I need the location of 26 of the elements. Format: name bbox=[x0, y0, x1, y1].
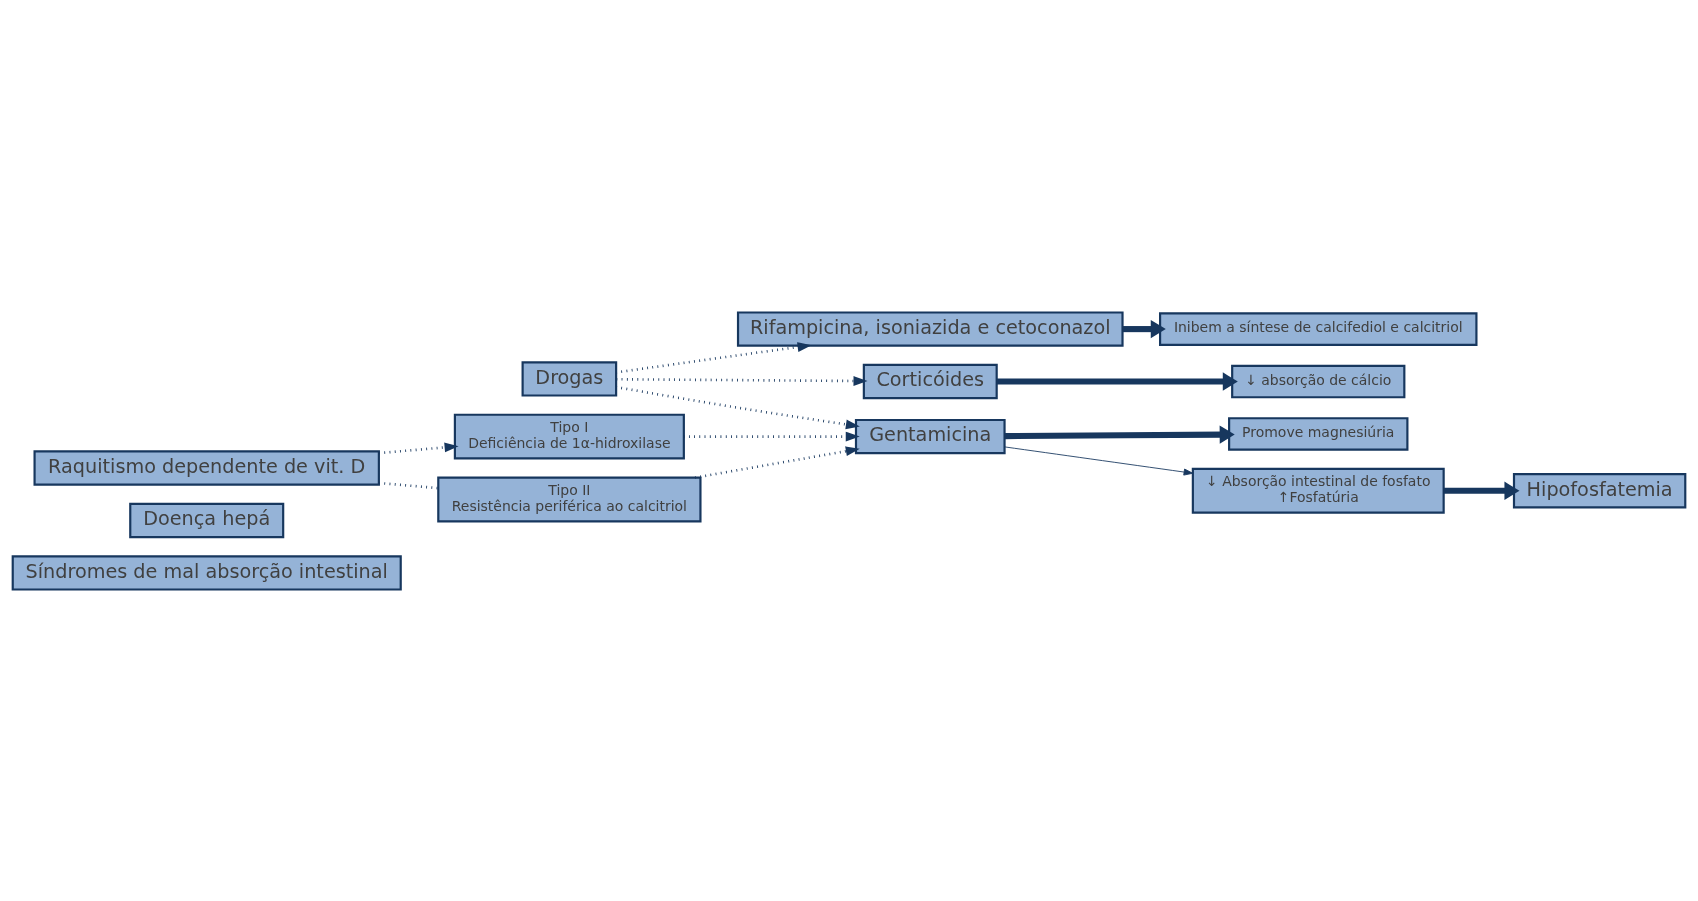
node-box: Inibem a síntese de calcifediol e calcitriol bbox=[1159, 311, 1478, 346]
node-box: Tipo I Deficiência de 1α-hidroxilase bbox=[453, 413, 685, 459]
node-box: Corticóides bbox=[862, 363, 998, 399]
arrow bbox=[694, 445, 860, 479]
node-box: ↓ Absorção intestinal de fosfato ↑Fosfatúria bbox=[1191, 467, 1445, 514]
node-box: Hipofosfatemia bbox=[1512, 472, 1687, 508]
arrow bbox=[378, 442, 459, 454]
arrow bbox=[996, 371, 1238, 391]
arrow bbox=[616, 341, 812, 374]
arrow bbox=[1122, 319, 1166, 338]
arrow bbox=[1004, 445, 1194, 476]
node-box: ↓ absorção de cálcio bbox=[1231, 364, 1406, 398]
node-box: Síndromes de mal absorção intestinal bbox=[11, 554, 402, 591]
connector bbox=[378, 481, 439, 489]
arrow bbox=[1004, 424, 1235, 444]
arrow bbox=[616, 375, 868, 386]
node-box: Rifampicina, isoniazida e cetoconazol bbox=[736, 310, 1124, 347]
arrow bbox=[683, 431, 860, 441]
node-box: Promove magnesiúria bbox=[1228, 416, 1409, 451]
arrow bbox=[615, 385, 860, 429]
node-box: Doença hepá bbox=[129, 502, 285, 538]
node-box: Raquitismo dependente de vit. D bbox=[33, 449, 380, 486]
node-box: Gentamicina bbox=[854, 418, 1006, 454]
node-box: Drogas bbox=[521, 360, 618, 397]
arrow bbox=[1443, 481, 1520, 500]
node-box: Tipo II Resistência periférica ao calcitriol bbox=[437, 476, 702, 522]
